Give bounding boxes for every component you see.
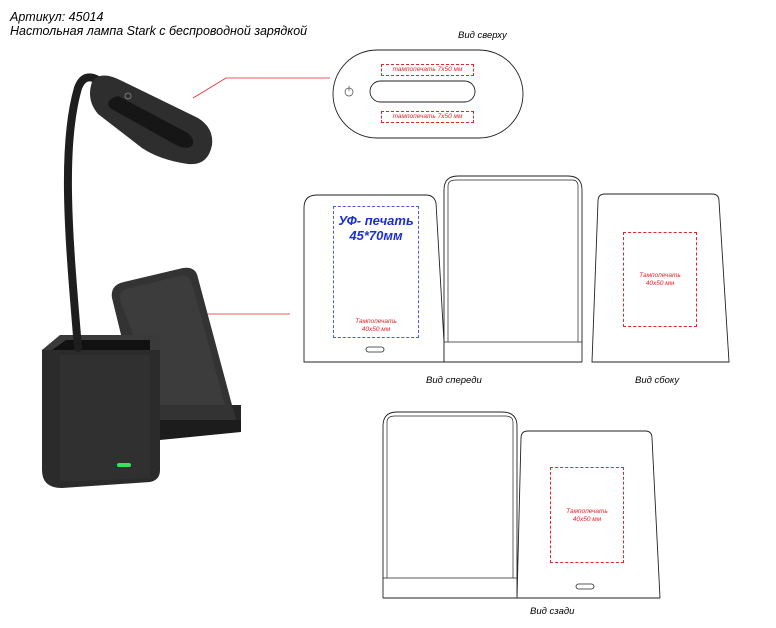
lamp-base-front: [60, 355, 150, 482]
power-icon: [124, 92, 132, 100]
caption-back-view: Вид сзади: [530, 606, 575, 617]
front-uv-print-area: [333, 206, 419, 338]
lamp-gooseneck: [63, 73, 102, 352]
side-print-label-line1: Тампопечать: [639, 272, 681, 279]
front-pad-label-line1: Тампопечать: [355, 318, 397, 325]
front-uv-label-line1: УФ- печать: [338, 213, 414, 228]
back-print-label-line1: Тампопечать: [566, 508, 608, 515]
leader-line-top: [192, 77, 330, 99]
front-pad-label-line2: 40х50 мм: [361, 326, 391, 333]
top-print-label-upper: тампопечать 7х50 мм: [392, 66, 463, 73]
caption-front-view: Вид спереди: [426, 375, 482, 386]
caption-top-view: Вид сверху: [458, 30, 507, 41]
product-photo: [42, 73, 241, 488]
pen-cup-opening: [52, 340, 150, 350]
back-led: [575, 583, 595, 590]
article-number: Артикул: 45014: [10, 10, 104, 24]
back-print-area: [550, 467, 624, 563]
top-print-area-upper: [381, 64, 474, 76]
side-view-outline: [591, 193, 730, 363]
top-print-area-lower: [381, 111, 474, 123]
product-title: Настольная лампа Stark с беспроводной за…: [10, 24, 308, 38]
front-led: [365, 346, 385, 353]
top-view-slot: [369, 80, 476, 103]
back-view-pen-cup: [516, 430, 661, 599]
charger-face: [119, 275, 225, 405]
caption-side-view: Вид сбоку: [635, 375, 680, 386]
side-print-label-line2: 40х50 мм: [645, 280, 675, 287]
indicator-led: [117, 463, 131, 467]
back-view-charger: [382, 411, 518, 598]
front-uv-label-line2: 45*70мм: [349, 228, 403, 243]
top-print-label-lower: тампопечать 7х50 мм: [392, 113, 463, 120]
back-print-label-line2: 40х50 мм: [572, 516, 602, 523]
front-view-pen-cup: [303, 194, 445, 363]
side-print-area: [623, 232, 697, 327]
front-view-charger: [443, 175, 583, 362]
